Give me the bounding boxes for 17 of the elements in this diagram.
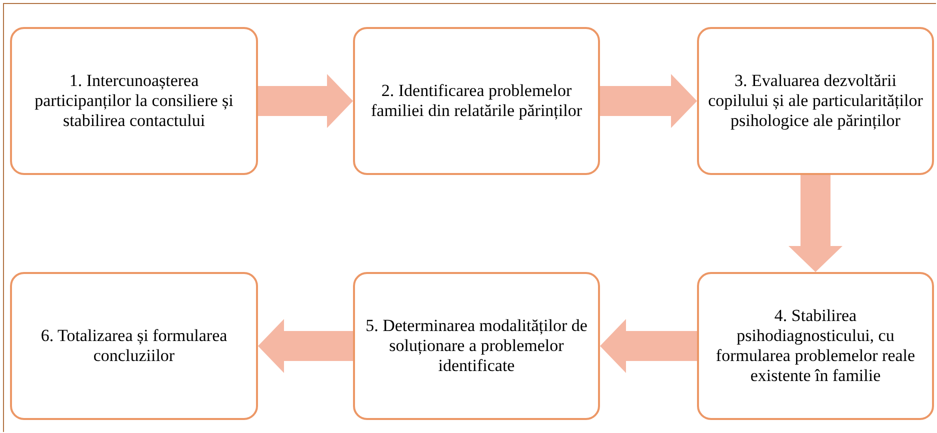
block-arrow [600,74,697,128]
step-text: 1. Intercunoașterea participanților la consiliere și stabilirea contactului [34,71,234,131]
step-text: 4. Stabilirea psihodiagnosticului, cu formularea problemelor reale existente în familie [714,306,916,386]
step-box [353,272,600,420]
block-arrow [788,175,842,272]
step-box [697,27,934,175]
step-text: 3. Evaluarea dezvoltării copilului și ale particularităților psihologice ale părinților [707,71,924,131]
step-text: 5. Determinarea modalităților de soluționare a problemelor identificate [364,316,588,376]
step-text: 2. Identificarea problemelor familiei din relatările părinților [370,81,583,121]
block-arrow [258,74,353,128]
step-box [353,27,600,175]
step-box [10,272,258,420]
step-box [697,272,934,420]
step-text: 6. Totalizarea și formularea concluziilor [40,326,228,366]
step-box [10,27,258,175]
block-arrow [600,319,697,373]
block-arrow [258,319,353,373]
